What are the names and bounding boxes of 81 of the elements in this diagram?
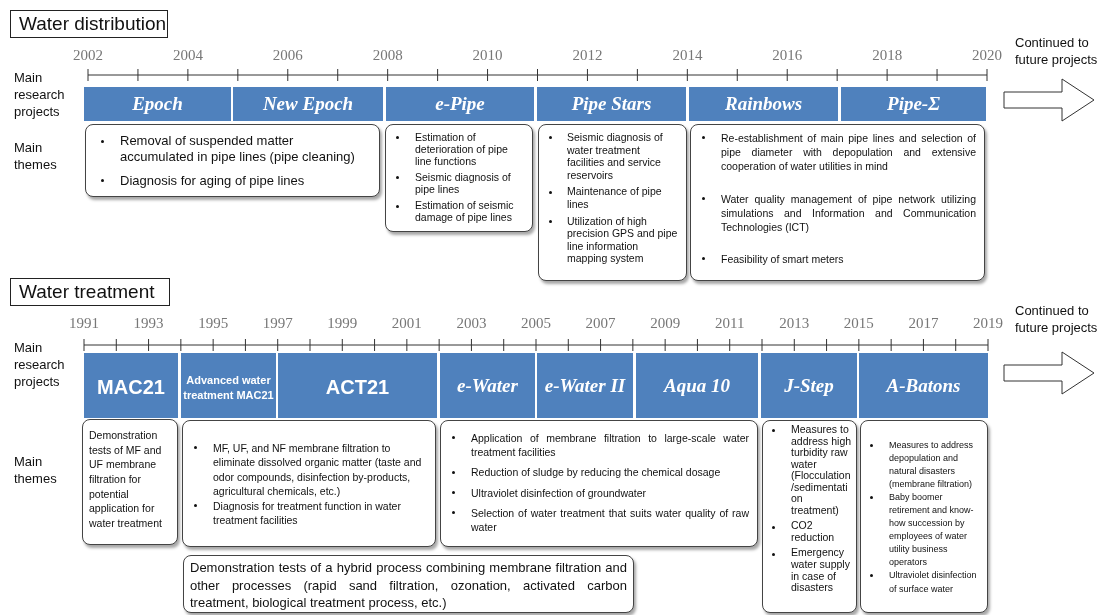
year-label: 2017	[907, 315, 940, 332]
bullet-text: Measures to address high turbidity raw water (Flocculation/sedimentation treatment)	[765, 424, 853, 517]
bullet-text: Measures to address depopulation and natural disasters (membrane filtration)	[863, 439, 983, 492]
year-label: 2004	[171, 47, 204, 64]
section-heading: Water distribution	[10, 10, 168, 38]
project-bar: New Epoch	[233, 87, 383, 121]
bullet-text: Diagnosis for aging of pipe lines	[94, 172, 369, 189]
year-label: 1991	[68, 315, 100, 332]
bullet-text: Utilization of high precision GPS and pipe line information mapping system	[543, 214, 680, 265]
year-label: 1999	[326, 315, 359, 332]
project-bar: e-Water	[440, 353, 535, 418]
year-label: 2019	[971, 315, 1004, 332]
project-bar: Advanced water treatment MAC21	[181, 353, 276, 418]
theme-card	[385, 124, 533, 232]
year-label: 2007	[584, 315, 617, 332]
year-label: 2015	[842, 315, 875, 332]
project-bar: Epoch	[84, 87, 231, 121]
bullet-text: Feasibility of smart meters	[695, 252, 976, 267]
year-label: 2002	[72, 47, 104, 64]
year-label: 2010	[471, 47, 504, 64]
row-label: Main research projects	[14, 70, 66, 121]
year-label: 1997	[261, 315, 294, 332]
project-bar: Pipe Stars	[537, 87, 686, 121]
theme-card	[762, 420, 857, 613]
year-label: 2020	[971, 47, 1004, 64]
project-bar: e-Water II	[537, 353, 633, 418]
project-bar: e-Pipe	[386, 87, 534, 121]
year-label: 1993	[132, 315, 165, 332]
bullet-text: Selection of water treatment that suits water quality of raw water	[445, 505, 749, 535]
bullet-text: Seismic diagnosis of pipe lines	[390, 171, 526, 196]
project-bar: J-Step	[761, 353, 857, 418]
section-heading: Water treatment	[10, 278, 170, 306]
project-bar: Aqua 10	[636, 353, 758, 418]
bullet-text: Emergency water supply in case of disasters	[765, 547, 853, 594]
bullet-text: Re-establishment of main pipe lines and selection of pipe diameter with depopulation and extensive cooperation of water utilities in mind	[695, 131, 976, 174]
theme-text: Demonstration tests of a hybrid process combining membrane filtration and other processes (rapid sand filtration, ozonation, activated carbon treatment, biological treatment process, etc.)	[190, 559, 627, 612]
project-bar: ACT21	[278, 353, 437, 418]
row-label: Main themes	[14, 454, 58, 488]
year-label: 2012	[571, 47, 604, 64]
bullet-text: Seismic diagnosis of water treatment facilities and service reservoirs	[543, 131, 680, 182]
row-label: Main research projects	[14, 340, 66, 391]
year-label: 2009	[649, 315, 682, 332]
year-label: 2018	[871, 47, 904, 64]
bullet-text: MF, UF, and NF membrane filtration to eliminate dissolved organic matter (taste and odor compounds, disinfection by-products, agricultural chemicals, etc.)	[187, 441, 429, 499]
year-label: 2005	[520, 315, 552, 332]
year-label: 1995	[197, 315, 230, 332]
continuation-note: Continued to future projects	[1015, 303, 1099, 337]
year-label: 2001	[390, 315, 423, 332]
year-label: 2003	[455, 315, 488, 332]
bullet-text: Removal of suspended matter accumulated in pipe lines (pipe cleaning)	[94, 133, 369, 166]
year-label: 2014	[671, 47, 704, 64]
bullet-text: Maintenance of pipe lines	[543, 185, 680, 211]
theme-text: Demonstration tests of MF and UF membrane filtration for potential application for water treatment	[89, 428, 163, 531]
project-bar: MAC21	[84, 353, 178, 418]
theme-card	[440, 420, 758, 547]
year-label: 2016	[771, 47, 804, 64]
year-label: 2008	[371, 47, 404, 64]
theme-card	[182, 420, 436, 547]
theme-card	[860, 420, 988, 613]
row-label: Main themes	[14, 140, 58, 174]
theme-card	[85, 124, 380, 197]
bullet-text: Baby boomer retirement and know-how succession by employees of water utility business operators	[863, 491, 983, 570]
bullet-text: Estimation of seismic damage of pipe lines	[390, 199, 526, 224]
bullet-text: Application of membrane filtration to large-scale water treatment facilities	[445, 431, 749, 460]
bullet-text: Ultraviolet disinfection of surface water	[863, 569, 983, 596]
bullet-text: Estimation of deterioration of pipe line functions	[390, 131, 526, 168]
theme-card	[538, 124, 687, 281]
project-bar: Pipe-Σ	[841, 87, 986, 121]
bullet-text: Water quality management of pipe network utilizing simulations and Information and Communication Technologies (ICT)	[695, 191, 976, 235]
bullet-text: Reduction of sludge by reducing the chemical dosage	[445, 465, 749, 480]
year-label: 2011	[713, 315, 746, 332]
continuation-note: Continued to future projects	[1015, 35, 1099, 69]
bullet-text: Ultraviolet disinfection of groundwater	[445, 485, 749, 500]
bullet-text: CO2 reduction	[765, 520, 853, 544]
theme-card	[82, 419, 178, 545]
theme-card	[690, 124, 985, 281]
year-label: 2013	[778, 315, 811, 332]
bullet-text: Diagnosis for treatment function in water treatment facilities	[187, 498, 429, 528]
project-bar: A-Batons	[859, 353, 988, 418]
year-label: 2006	[271, 47, 304, 64]
project-bar: Rainbows	[689, 87, 838, 121]
